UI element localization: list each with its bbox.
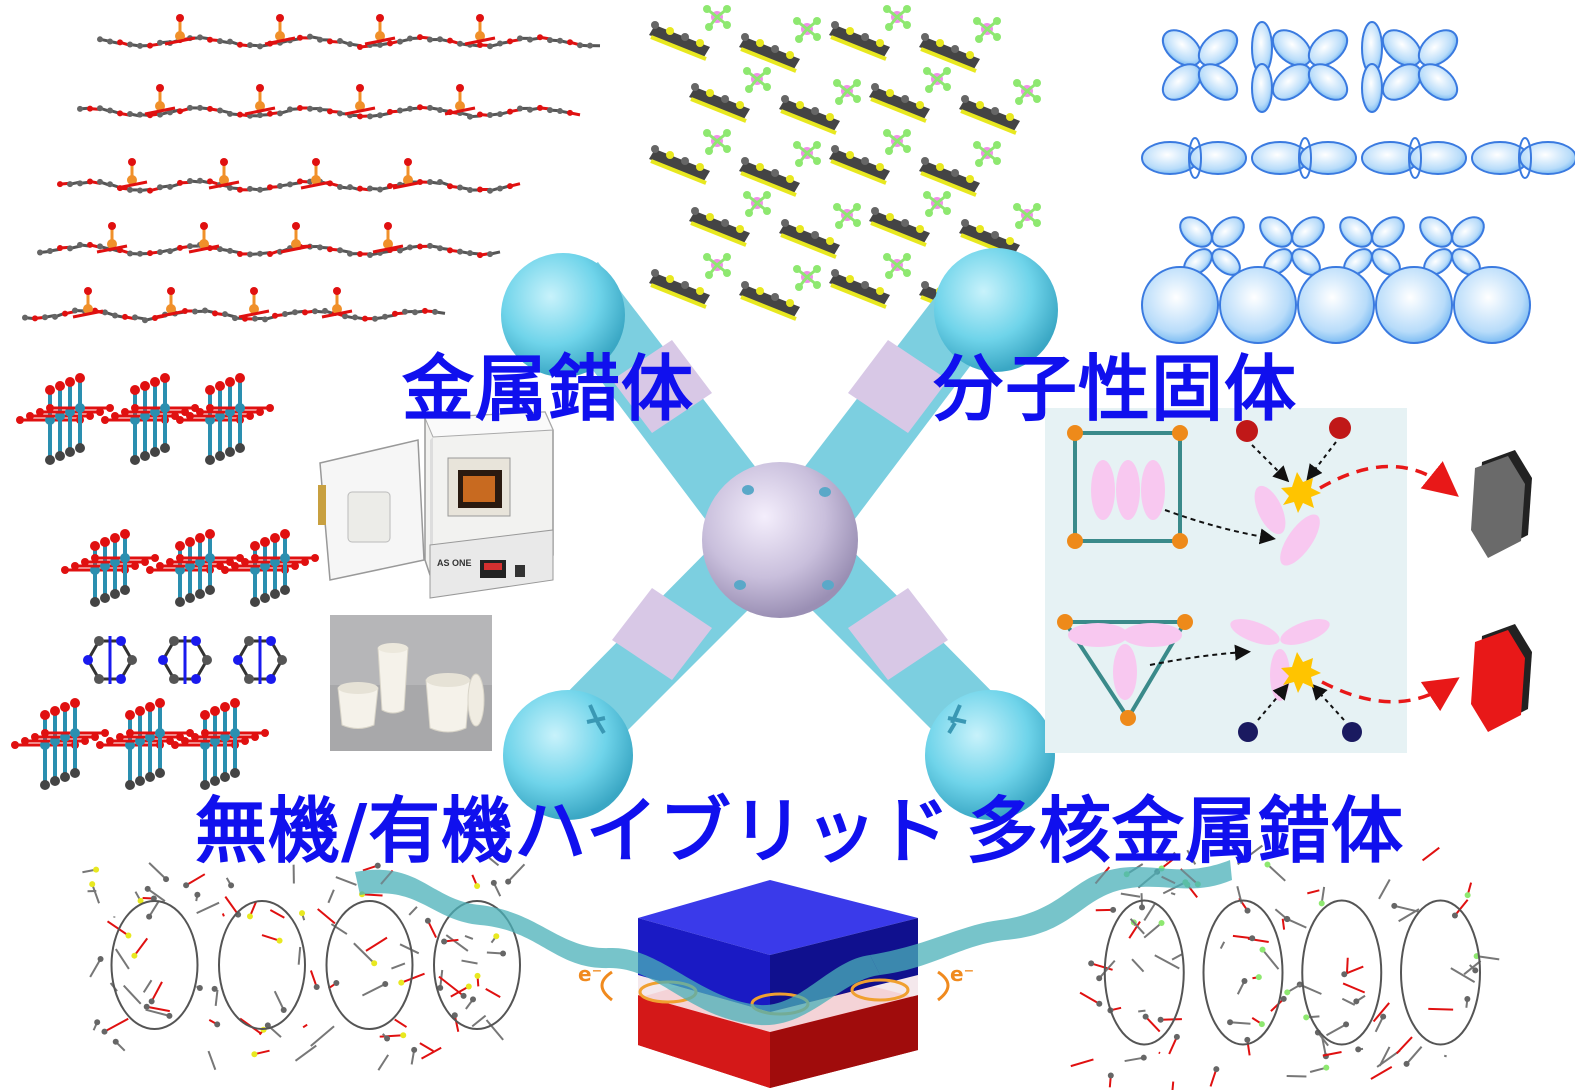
spark-bottom (1281, 652, 1321, 693)
ribbon-left (355, 869, 880, 1026)
layered-chain-structures (22, 14, 601, 324)
core-atom (702, 462, 858, 618)
furnace-icon (318, 411, 554, 599)
label-molecular-solid: 分子性固体 (932, 347, 1298, 431)
ligand-atom-tr (934, 248, 1058, 372)
ligand-atom-br (925, 690, 1055, 820)
square-complex (1067, 425, 1188, 549)
label-hybrid: 無機/有機ハイブリッド (195, 789, 951, 873)
label-metal-complex: 金属錯体 (402, 347, 695, 431)
crucible-icon (330, 615, 492, 751)
framework-structure-left (82, 857, 526, 1071)
layer-block-icon (600, 880, 950, 1088)
electron-label-left: e⁻ (578, 962, 603, 986)
label-polynuclear-complex: 多核金属錯体 (966, 789, 1405, 873)
spark-top (1281, 472, 1321, 513)
reaction-scheme-panel (1045, 408, 1460, 753)
triangle-complex (1057, 614, 1193, 726)
furnace-brand: AS ONE (437, 558, 472, 568)
central-molecule (501, 248, 1058, 820)
metal-cluster-structures (11, 373, 319, 790)
hexagon-icon-red (1471, 624, 1532, 732)
hexagon-icon-gray (1471, 450, 1532, 558)
ribbon-right (870, 860, 1232, 975)
electron-label-right: e⁻ (950, 962, 975, 986)
orbital-diagram (1141, 21, 1575, 344)
ligand-atom-bl (503, 690, 633, 820)
fragment-top (1254, 485, 1320, 566)
ligand-atom-tl (501, 253, 625, 377)
